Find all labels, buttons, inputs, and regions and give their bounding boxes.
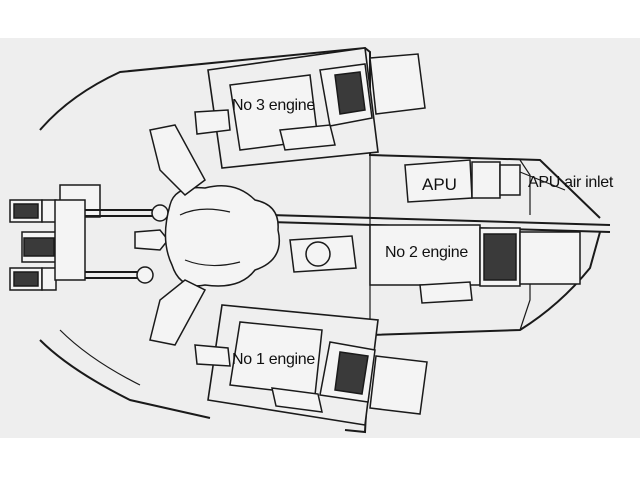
fuselage-outline (39, 46, 601, 434)
central-gearbox (149, 124, 280, 346)
label-apu-air-inlet: APU air inlet (528, 174, 614, 191)
watermark-text: 知乎 @巨浪上的舰队 (452, 448, 591, 465)
engine-3-enclosure (194, 47, 426, 169)
engine-2-assembly (289, 224, 581, 304)
watermark: 知乎 @巨浪上的舰队 (452, 448, 591, 465)
label-apu: APU (422, 175, 457, 194)
label-no3-engine: No 3 engine (232, 97, 315, 114)
label-no2-engine: No 2 engine (385, 244, 468, 261)
apu-assembly (404, 159, 566, 203)
rear-gear-cluster (9, 184, 169, 291)
engine-1-enclosure (194, 304, 428, 426)
label-no1-engine: No 1 engine (232, 351, 315, 368)
